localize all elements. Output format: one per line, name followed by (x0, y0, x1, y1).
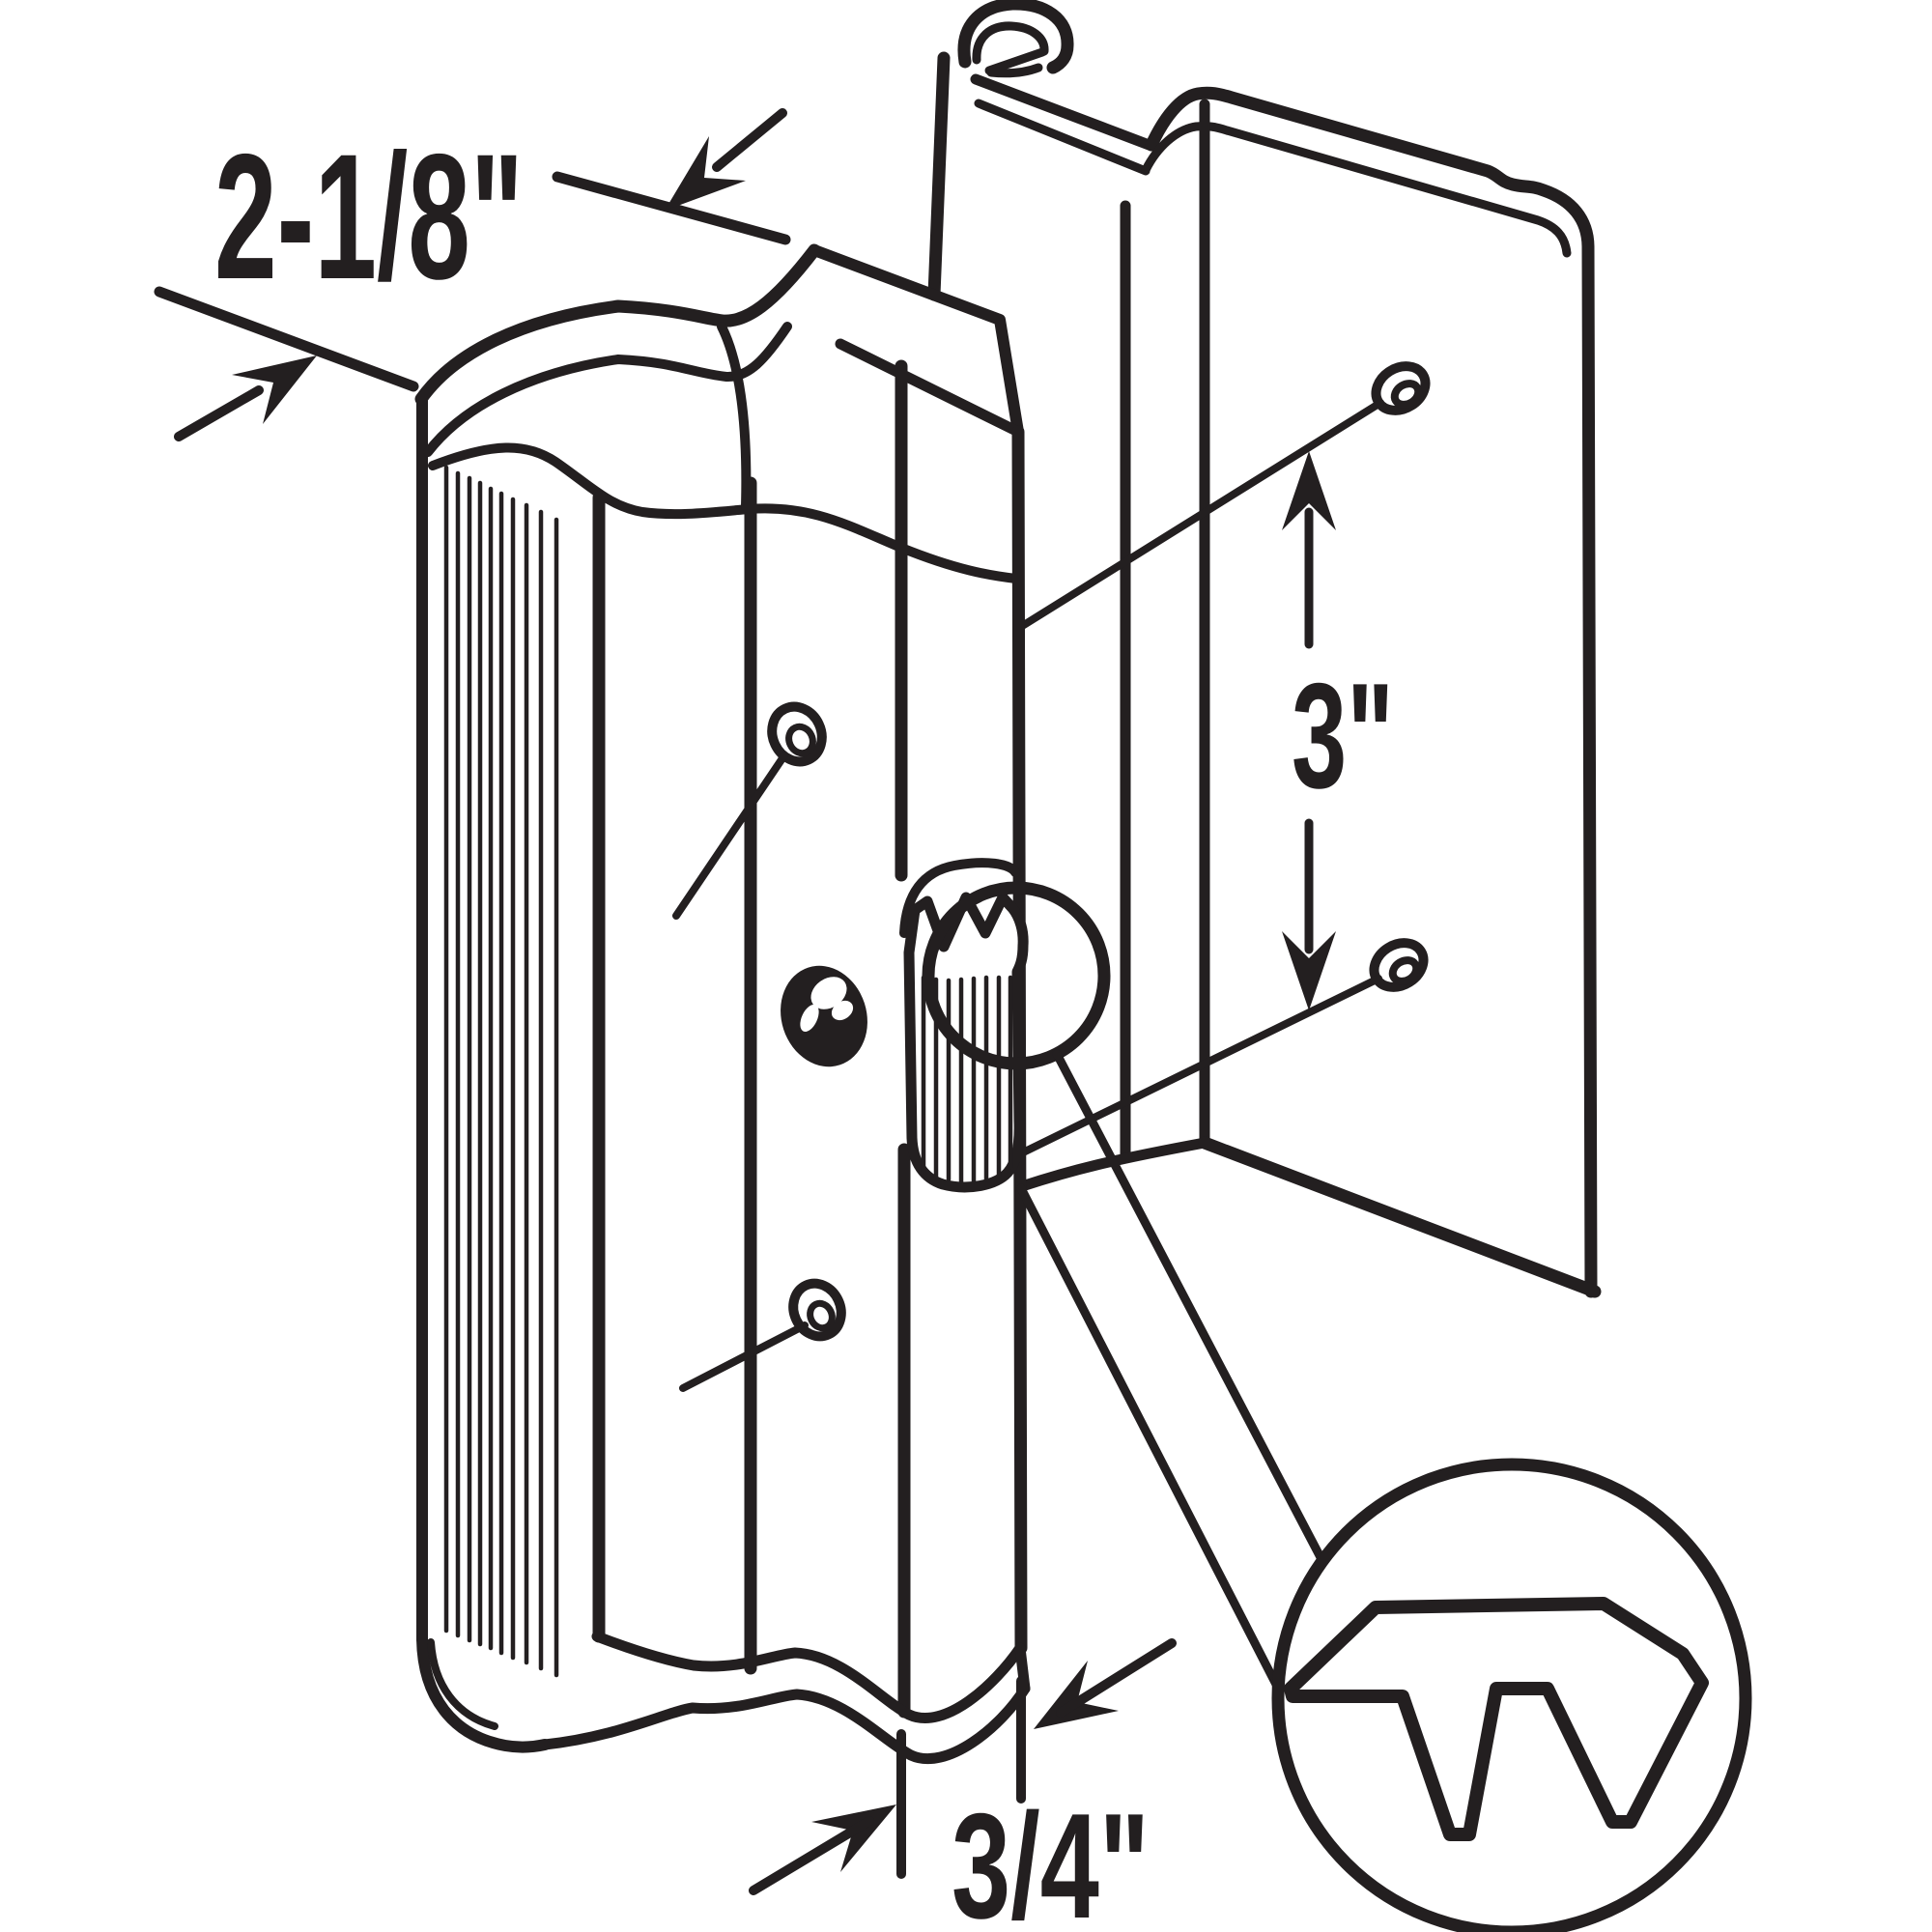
hook-profile-icon (1284, 1597, 1709, 1841)
hook-width-label: 3/4" (952, 1782, 1150, 1932)
ribbed-grip-icon (443, 465, 559, 1678)
handle-screw-hole-bottom-icon (788, 1278, 846, 1342)
outside-plate (927, 0, 1602, 1298)
screw-leader-top (1015, 399, 1384, 632)
plate-bottom-edge (1198, 1136, 1602, 1298)
thumb-latch-slot-icon (781, 965, 867, 1067)
pull-handle (414, 243, 1031, 1765)
plate-screw-hole-top-icon (1371, 361, 1431, 415)
dimension-handle-depth: 2-1/8" (154, 108, 791, 441)
flange-left-edge (927, 51, 951, 301)
handle-screw-hole-top-icon (767, 701, 827, 767)
arrow-up-right-icon (811, 1804, 896, 1872)
arrow-up-right-icon (232, 355, 317, 424)
handle-top-tab (809, 244, 1024, 438)
screw-spacing-label: 3" (1292, 652, 1394, 819)
detail-view (1271, 1458, 1752, 1932)
detail-leader-upper (1052, 1049, 1327, 1566)
handle-depth-label: 2-1/8" (214, 118, 524, 317)
dimension-screw-spacing: 3" (1282, 451, 1394, 1010)
arrow-down-left-icon (1034, 1661, 1119, 1729)
detail-leader-lower (1016, 1183, 1293, 1714)
screw-leader-bottom (1013, 975, 1382, 1159)
down-arrow-icon (1282, 931, 1336, 1010)
callout-circle-icon (922, 881, 1111, 1070)
up-arrow-icon (1282, 451, 1336, 530)
plate-top-edge (1145, 86, 1598, 1298)
plate-screw-hole-bottom-icon (1369, 938, 1429, 992)
plate-hook-curl-icon (957, 0, 1074, 78)
latch-hook (899, 858, 1327, 1714)
arrow-down-left-icon (665, 136, 746, 211)
handle-cap-outline (414, 243, 821, 406)
dimension-hook-width: 3/4" (749, 1638, 1177, 1932)
